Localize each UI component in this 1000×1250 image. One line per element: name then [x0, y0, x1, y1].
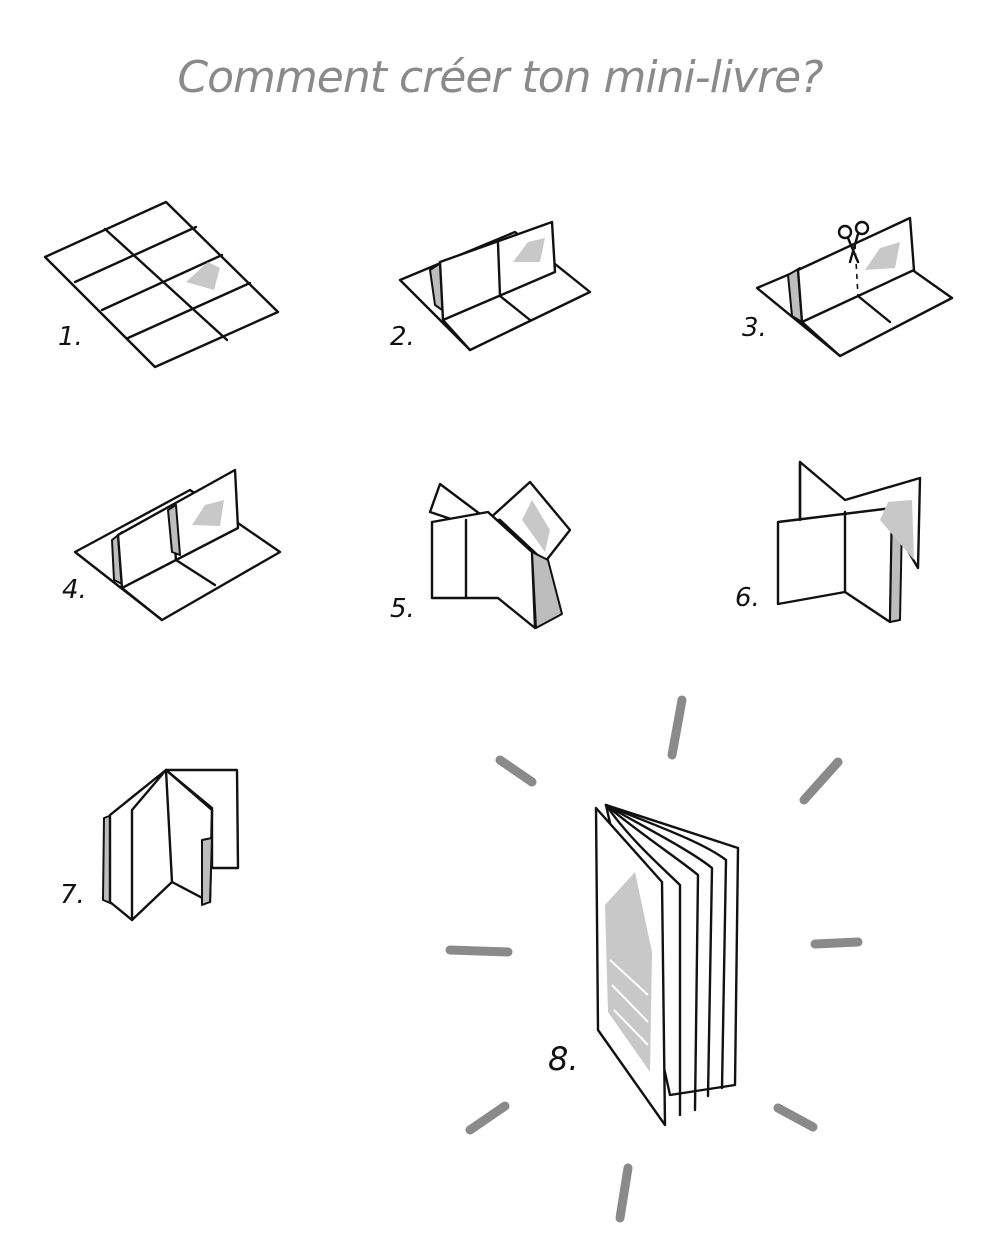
- step-5-label: 5.: [390, 594, 415, 624]
- step-4-label: 4.: [62, 575, 87, 605]
- step-7-illustration: [102, 768, 240, 922]
- fish-icon: [186, 262, 220, 290]
- scissors-icon: [837, 220, 870, 264]
- step-5-illustration: [428, 480, 572, 630]
- fish-icon: [522, 500, 550, 552]
- step-7-label: 7.: [60, 880, 85, 910]
- fish-icon: [880, 500, 914, 560]
- step-6-label: 6.: [735, 583, 760, 613]
- fish-icon: [865, 242, 900, 270]
- step-1-label: 1.: [58, 322, 83, 352]
- step-1-illustration: [43, 200, 280, 369]
- step-2-label: 2.: [390, 322, 415, 352]
- step-2-illustration: [398, 220, 592, 352]
- step-4-illustration: [73, 468, 282, 622]
- step-3-illustration: [755, 216, 954, 358]
- page-title: Comment créer ton mini-livre?: [177, 52, 823, 103]
- fish-icon: [192, 500, 224, 526]
- step-8-label: 8.: [548, 1040, 579, 1078]
- book-cover-illustration: [605, 872, 652, 1072]
- step-6-illustration: [776, 460, 922, 624]
- fish-icon: [513, 238, 545, 262]
- step-8-illustration: [445, 695, 863, 1223]
- step-3-label: 3.: [742, 313, 767, 343]
